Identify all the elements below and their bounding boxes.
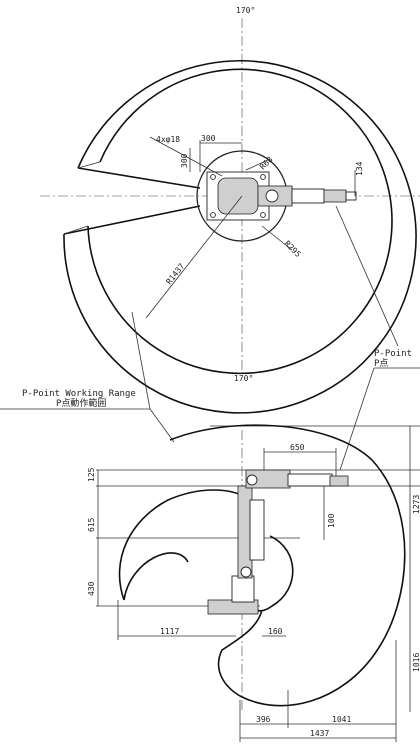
working-range-label-jp: P点動作範囲 bbox=[56, 397, 106, 409]
mount-hole-3 bbox=[210, 212, 216, 218]
outer-working-range-arc bbox=[63, 60, 417, 414]
angle-label-top: 170° bbox=[236, 6, 255, 15]
side-j3-axis bbox=[246, 474, 258, 486]
r1437-leader bbox=[145, 195, 243, 319]
hole-callout-leader bbox=[149, 136, 223, 177]
dim-125-label: 125 bbox=[87, 467, 96, 482]
side-j2-axis bbox=[240, 566, 252, 578]
side-wrist bbox=[329, 475, 349, 487]
r68-leader bbox=[245, 159, 269, 171]
j2-axis bbox=[265, 189, 279, 203]
dim-650-label: 650 bbox=[290, 443, 305, 452]
working-range-label-en: P-Point Working Range bbox=[22, 389, 136, 399]
p-point-label-jp: P点 bbox=[374, 358, 388, 369]
side-lower-loop bbox=[123, 552, 189, 601]
p-point-label-en: P-Point bbox=[374, 349, 412, 359]
dim-430-label: 430 bbox=[87, 581, 96, 596]
working-range-leader-top bbox=[131, 311, 151, 410]
working-range-callout: P-Point Working Range P点動作範囲 bbox=[0, 311, 175, 443]
side-view: 650 125 615 430 100 1117 160 1273 1016 3… bbox=[87, 424, 420, 742]
p-point-leader-side bbox=[339, 367, 375, 471]
dim-300-h-label: 300 bbox=[201, 134, 216, 143]
dim-1273-label: 1273 bbox=[412, 495, 420, 514]
r295-label: R295 bbox=[283, 239, 303, 259]
r295-leader bbox=[261, 225, 293, 251]
base-body bbox=[217, 177, 259, 215]
side-outer-range bbox=[169, 424, 406, 707]
p-point-leader-top bbox=[335, 205, 399, 347]
hole-callout-label: 4xφ18 bbox=[156, 135, 180, 144]
arm-section-3 bbox=[323, 189, 347, 203]
arm-section-2 bbox=[291, 188, 325, 204]
dim-100-label: 100 bbox=[327, 513, 336, 528]
dim-1016-label: 1016 bbox=[412, 653, 420, 672]
dim-1437-label: 1437 bbox=[310, 729, 329, 738]
top-view: 170° 170° 4xφ18 300 300 134 R68 R295 R14… bbox=[40, 6, 420, 414]
r68-label: R68 bbox=[258, 155, 275, 172]
side-upper-arm bbox=[287, 473, 333, 487]
dim-1041-label: 1041 bbox=[332, 715, 351, 724]
range-cap-upper bbox=[77, 161, 101, 169]
angle-label-bottom: 170° bbox=[234, 374, 253, 383]
range-cut-line-lower bbox=[63, 205, 201, 235]
dim-300-v-label: 300 bbox=[180, 153, 189, 168]
mount-hole-2 bbox=[260, 174, 266, 180]
side-inner-range bbox=[118, 489, 247, 601]
side-lower-arm-cover bbox=[249, 499, 265, 561]
p-point-callout: P-Point P点 bbox=[335, 205, 420, 471]
dim-160-label: 160 bbox=[268, 627, 283, 636]
r1437-label: R1437 bbox=[164, 262, 186, 287]
wrist-flange bbox=[345, 191, 357, 201]
mount-hole-1 bbox=[210, 174, 216, 180]
mount-hole-4 bbox=[260, 212, 266, 218]
side-inner-loop bbox=[251, 535, 294, 612]
dim-615-label: 615 bbox=[87, 517, 96, 532]
side-turret bbox=[231, 575, 255, 603]
range-cut-line-upper bbox=[77, 167, 201, 189]
dim-396-label: 396 bbox=[256, 715, 271, 724]
dim-1117-label: 1117 bbox=[160, 627, 179, 636]
range-cap-lower bbox=[63, 225, 89, 235]
inner-working-range-arc bbox=[87, 68, 393, 375]
dim-134-label: 134 bbox=[355, 161, 364, 176]
working-range-leader bbox=[149, 408, 175, 443]
